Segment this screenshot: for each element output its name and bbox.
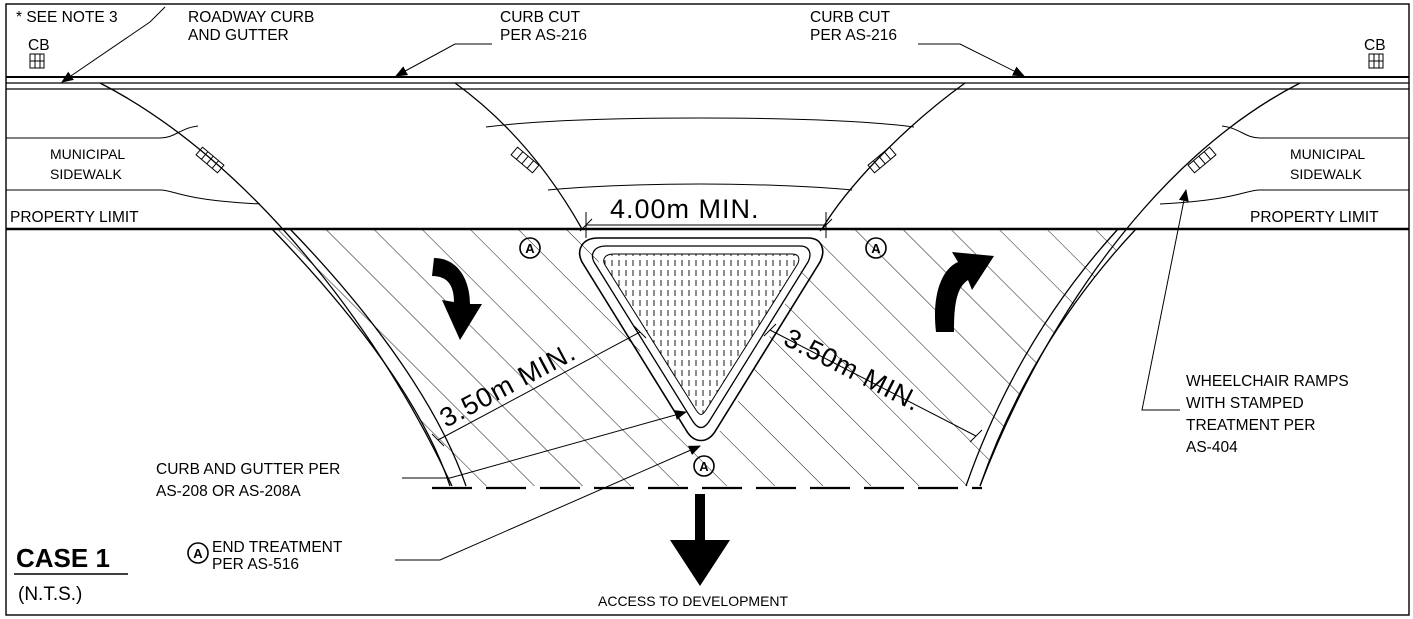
wheelchair-label-2: WITH STAMPED (1186, 395, 1304, 412)
property-limit-left-label: PROPERTY LIMIT (10, 209, 139, 226)
wheelchair-label-3: TREATMENT PER (1186, 417, 1315, 434)
marker-label: A (699, 459, 709, 474)
catch-basin-right-label: CB (1364, 37, 1386, 54)
end-treatment-label-1: END TREATMENT (212, 539, 343, 556)
roadway-curb-lines (6, 76, 1409, 90)
sidewalk-right-label-1: MUNICIPAL (1290, 146, 1365, 162)
sidewalk-right-label-2: SIDEWALK (1290, 166, 1362, 182)
access-arrow-icon (670, 494, 730, 586)
catch-basin-left-icon (29, 53, 45, 69)
case-title: CASE 1 (16, 543, 110, 573)
roadway-curb-label-2: AND GUTTER (188, 27, 289, 44)
curb-cut-left-label-1: CURB CUT (500, 9, 581, 26)
catch-basin-left-label: CB (28, 37, 50, 54)
driveway-left-edge (99, 82, 467, 487)
curb-cut-flares (454, 82, 966, 230)
wheelchair-ramp-symbols (195, 146, 1217, 174)
property-limit-right-label: PROPERTY LIMIT (1250, 209, 1379, 226)
traffic-in-arrow-icon (432, 258, 482, 340)
access-label: ACCESS TO DEVELOPMENT (598, 593, 789, 609)
wheelchair-label-4: AS-404 (1186, 439, 1238, 456)
end-treatment-label-2: PER AS-516 (212, 556, 299, 573)
marker-label: A (871, 241, 881, 256)
roadway-curb-label-1: ROADWAY CURB (188, 9, 314, 26)
curb-cut-right-label-2: PER AS-216 (810, 27, 897, 44)
see-note-label: * SEE NOTE 3 (16, 9, 118, 26)
end-treatment-marker-legend: A (187, 542, 209, 564)
curb-gutter-label-2: AS-208 OR AS-208A (156, 483, 301, 500)
dimension-top-label: 4.00m MIN. (610, 194, 760, 224)
end-treatment-marker-left: A (519, 237, 541, 259)
sidewalk-left-label-1: MUNICIPAL (50, 146, 125, 162)
wheelchair-label-1: WHEELCHAIR RAMPS (1186, 373, 1349, 390)
curb-cut-left-label-2: PER AS-216 (500, 27, 587, 44)
sidewalk-edges (6, 117, 1409, 205)
driveway-right-edge (965, 82, 1301, 487)
median-island (578, 237, 824, 442)
sidewalk-left-label-2: SIDEWALK (50, 166, 122, 182)
marker-label: A (525, 241, 535, 256)
curb-gutter-label-1: CURB AND GUTTER PER (156, 461, 340, 478)
end-treatment-marker-bottom: A (693, 455, 715, 477)
curb-cut-right-label-1: CURB CUT (810, 9, 891, 26)
traffic-out-arrow-icon (934, 252, 994, 332)
leader-lines (61, 6, 1189, 561)
dimension-lines (431, 212, 983, 447)
catch-basin-right-icon (1368, 53, 1384, 69)
case-scale: (N.T.S.) (18, 584, 82, 605)
end-treatment-marker-right: A (865, 237, 887, 259)
marker-label: A (193, 546, 203, 561)
drawing-frame (5, 3, 1410, 616)
